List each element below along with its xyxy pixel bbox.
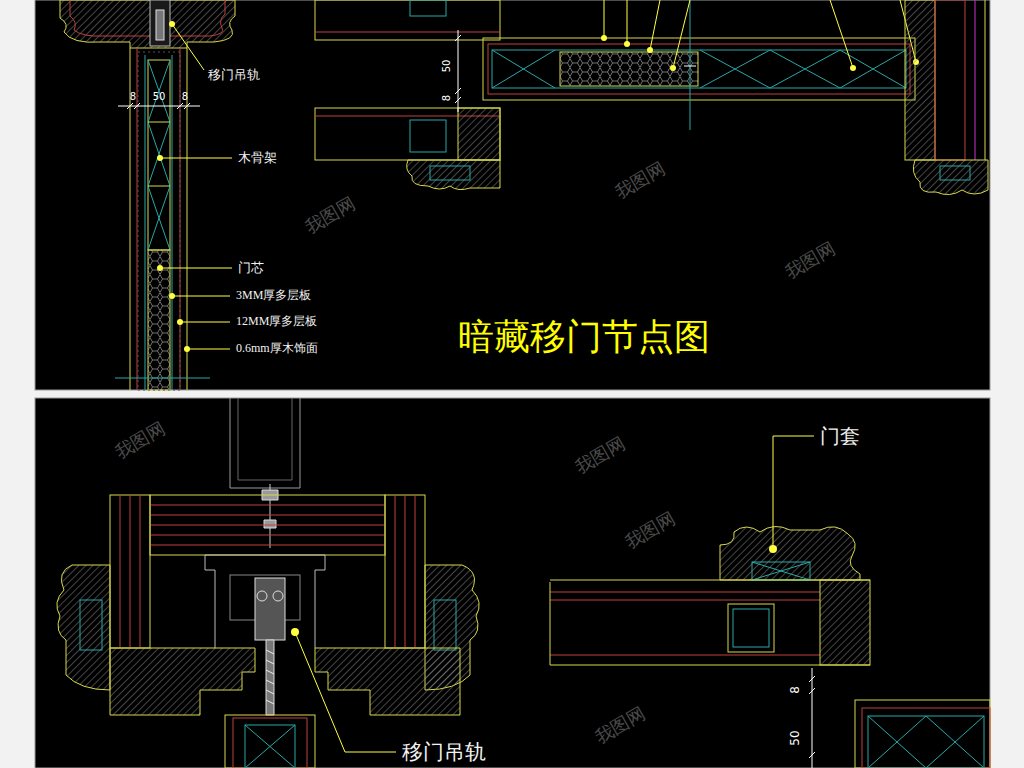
part-label: 3MM厚多层板: [236, 289, 311, 302]
dimension: 50: [789, 730, 802, 745]
part-label: 木骨架: [238, 151, 277, 165]
part-label: 移门吊轨: [402, 741, 486, 764]
dimension: 8: [789, 686, 802, 694]
part-label: 门芯: [238, 261, 264, 275]
drawing-title: 暗藏移门节点图: [458, 318, 710, 358]
dimension: 50: [441, 60, 452, 73]
part-label: 0.6mm厚木饰面: [236, 342, 318, 355]
dimension: 8: [182, 91, 188, 102]
dimension: 8: [441, 95, 452, 101]
part-label: 门套: [820, 425, 860, 447]
part-label: 12MM厚多层板: [236, 315, 317, 328]
dimension: 50: [153, 91, 166, 102]
dimension: 8: [130, 91, 136, 102]
part-label: 移门吊轨: [208, 68, 260, 82]
